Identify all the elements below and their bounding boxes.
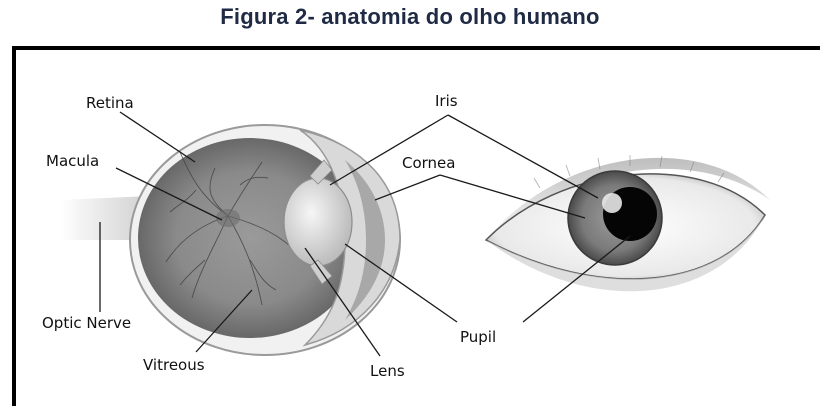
- label-cornea: Cornea: [402, 154, 455, 172]
- label-vitreous: Vitreous: [143, 356, 205, 374]
- label-macula: Macula: [46, 152, 99, 170]
- label-iris: Iris: [435, 92, 458, 110]
- label-optic-nerve: Optic Nerve: [42, 314, 131, 332]
- macula-spot: [216, 209, 240, 227]
- eye-anatomy-diagram: Retina Macula Optic Nerve Vitreous Iris …: [0, 0, 820, 396]
- eye-front-view: [486, 155, 770, 291]
- label-retina: Retina: [86, 94, 134, 112]
- label-lens: Lens: [370, 362, 405, 380]
- eye-highlight: [602, 193, 622, 213]
- lens-shape: [284, 178, 352, 266]
- label-pupil: Pupil: [460, 328, 496, 346]
